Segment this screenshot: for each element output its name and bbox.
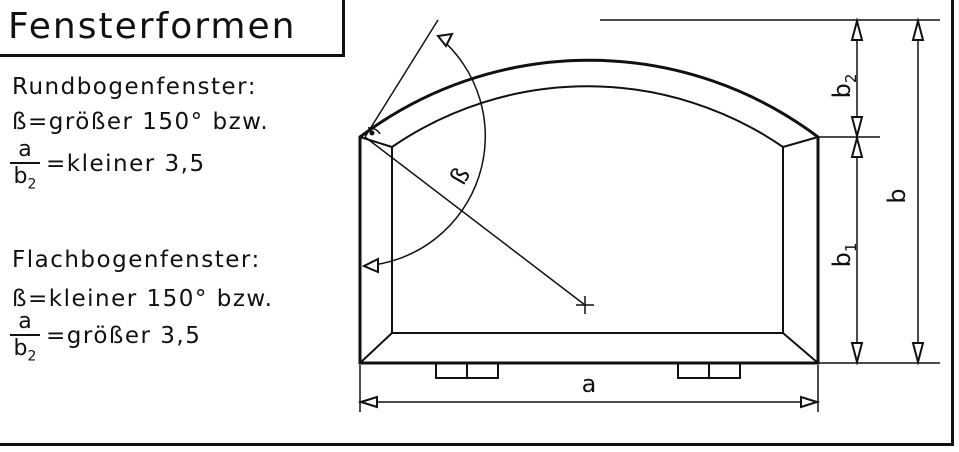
title-box: Fensterformen — [0, 0, 345, 57]
angle-arc — [363, 35, 487, 267]
flachbogen-ratio-rule: =größer 3,5 — [46, 323, 202, 349]
fraction-denominator: b2 — [13, 164, 37, 193]
flachbogen-ratio-fraction: a b2 — [8, 310, 42, 369]
fraction-bar — [10, 162, 40, 164]
inner-frame-outline — [391, 85, 784, 334]
arrowhead — [361, 257, 379, 274]
arrowhead — [436, 32, 454, 48]
construction-line — [364, 19, 439, 138]
fraction-bar — [10, 334, 40, 336]
rundbogen-ratio-fraction: a b2 — [8, 138, 42, 197]
bevel-line — [359, 136, 393, 148]
bevel-line — [782, 332, 819, 364]
flachbogen-heading: Flachbogenfenster: — [12, 247, 261, 273]
page-title: Fensterformen — [8, 6, 297, 47]
rundbogen-ratio-rule: =kleiner 3,5 — [46, 151, 206, 177]
rundbogen-angle-rule: ß=größer 150° bzw. — [12, 109, 270, 135]
angle-label-beta: ß — [444, 162, 476, 189]
fraction-denominator: b2 — [13, 336, 37, 365]
dimension-label-b: b — [883, 188, 911, 203]
outer-frame-outline — [358, 58, 820, 365]
radius-line — [364, 136, 586, 306]
dimension-label-b2: b2 — [828, 74, 860, 99]
fraction-numerator: a — [18, 309, 32, 334]
dimension-label-b1: b1 — [828, 243, 860, 268]
right-angle-mark — [367, 127, 381, 135]
bevel-line — [782, 136, 819, 148]
bevel-line — [359, 332, 393, 364]
flachbogen-angle-rule: ß=kleiner 150° bzw. — [12, 286, 274, 312]
rundbogen-heading: Rundbogenfenster: — [12, 74, 257, 100]
right-angle-dot — [369, 130, 375, 136]
fraction-numerator: a — [18, 137, 32, 162]
dimension-label-a: a — [582, 370, 597, 398]
